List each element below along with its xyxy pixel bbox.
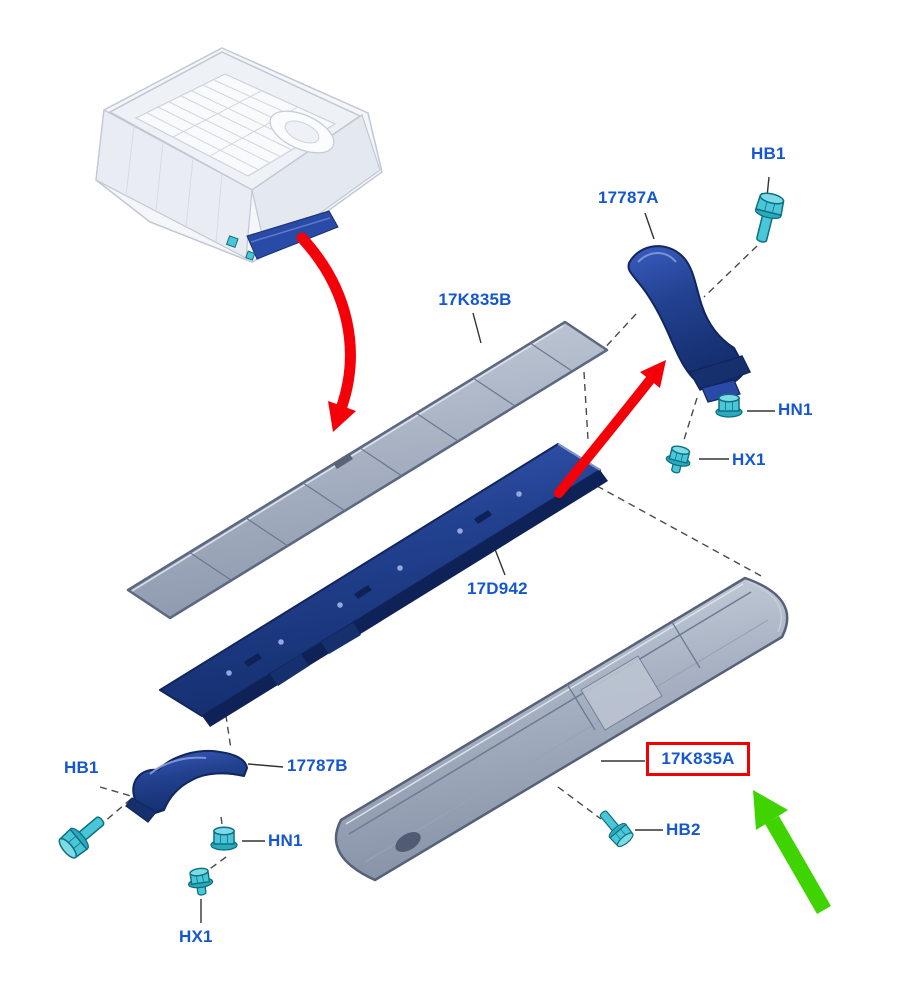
bolt-hx1-top <box>662 443 694 477</box>
hardware-label-hb1-bottom[interactable]: HB1 <box>64 758 99 777</box>
part-label-17k835b[interactable]: 17K835B <box>438 290 512 309</box>
part-label-17787b[interactable]: 17787B <box>287 756 348 775</box>
nut-hn1-bottom <box>210 826 238 851</box>
green-selection-arrow <box>753 790 831 915</box>
hardware-label-hb2[interactable]: HB2 <box>666 820 701 839</box>
hitch-cutout <box>395 832 421 852</box>
bumper-step-detail <box>580 655 663 731</box>
hardware-label-hx1-bottom[interactable]: HX1 <box>179 927 213 946</box>
bolt-hb1-bottom <box>55 808 111 862</box>
hardware-label-hn1-bottom[interactable]: HN1 <box>268 831 303 850</box>
step-pad-body <box>126 320 609 620</box>
bracket-part-17787a <box>627 245 752 403</box>
tailgate-latch <box>225 235 239 249</box>
reinforcement-slots <box>244 510 492 667</box>
label-leader-lines <box>200 176 775 923</box>
bracket-arm <box>132 750 248 815</box>
bumper-part-17k835a <box>334 576 789 882</box>
hardware-label-hb1-top[interactable]: HB1 <box>751 144 786 163</box>
bracket-part-17787b <box>125 750 248 823</box>
truck-bed-illustration <box>95 47 383 263</box>
highlighted-part-label-box[interactable]: 17K835A <box>646 742 750 776</box>
red-arrow-bed-to-steppad <box>296 232 356 432</box>
part-label-17d942[interactable]: 17D942 <box>467 579 528 598</box>
step-pad-slot <box>333 453 353 469</box>
step-pad-part-17k835b <box>126 320 609 620</box>
reinforcement-part-17d942 <box>159 443 608 727</box>
bed-wall-slats <box>125 125 223 243</box>
bumper-body <box>334 576 789 882</box>
bolt-hb1-top <box>747 190 787 246</box>
bolt-hx1-bottom <box>185 866 215 898</box>
red-arrow-to-bracket <box>554 360 666 498</box>
dashed-assembly-lines <box>99 245 764 872</box>
part-label-17787a[interactable]: 17787A <box>598 188 659 207</box>
bed-floor-ribs <box>146 79 325 171</box>
part-label-17k835a[interactable]: 17K835A <box>661 749 735 768</box>
hardware-label-hn1-top[interactable]: HN1 <box>778 400 813 419</box>
reinforcement-holes <box>226 491 522 676</box>
nut-hn1-top <box>715 393 743 418</box>
bolt-hb2 <box>593 805 637 850</box>
hardware-label-hx1-top[interactable]: HX1 <box>732 450 766 469</box>
step-pad-ribs <box>188 342 573 581</box>
